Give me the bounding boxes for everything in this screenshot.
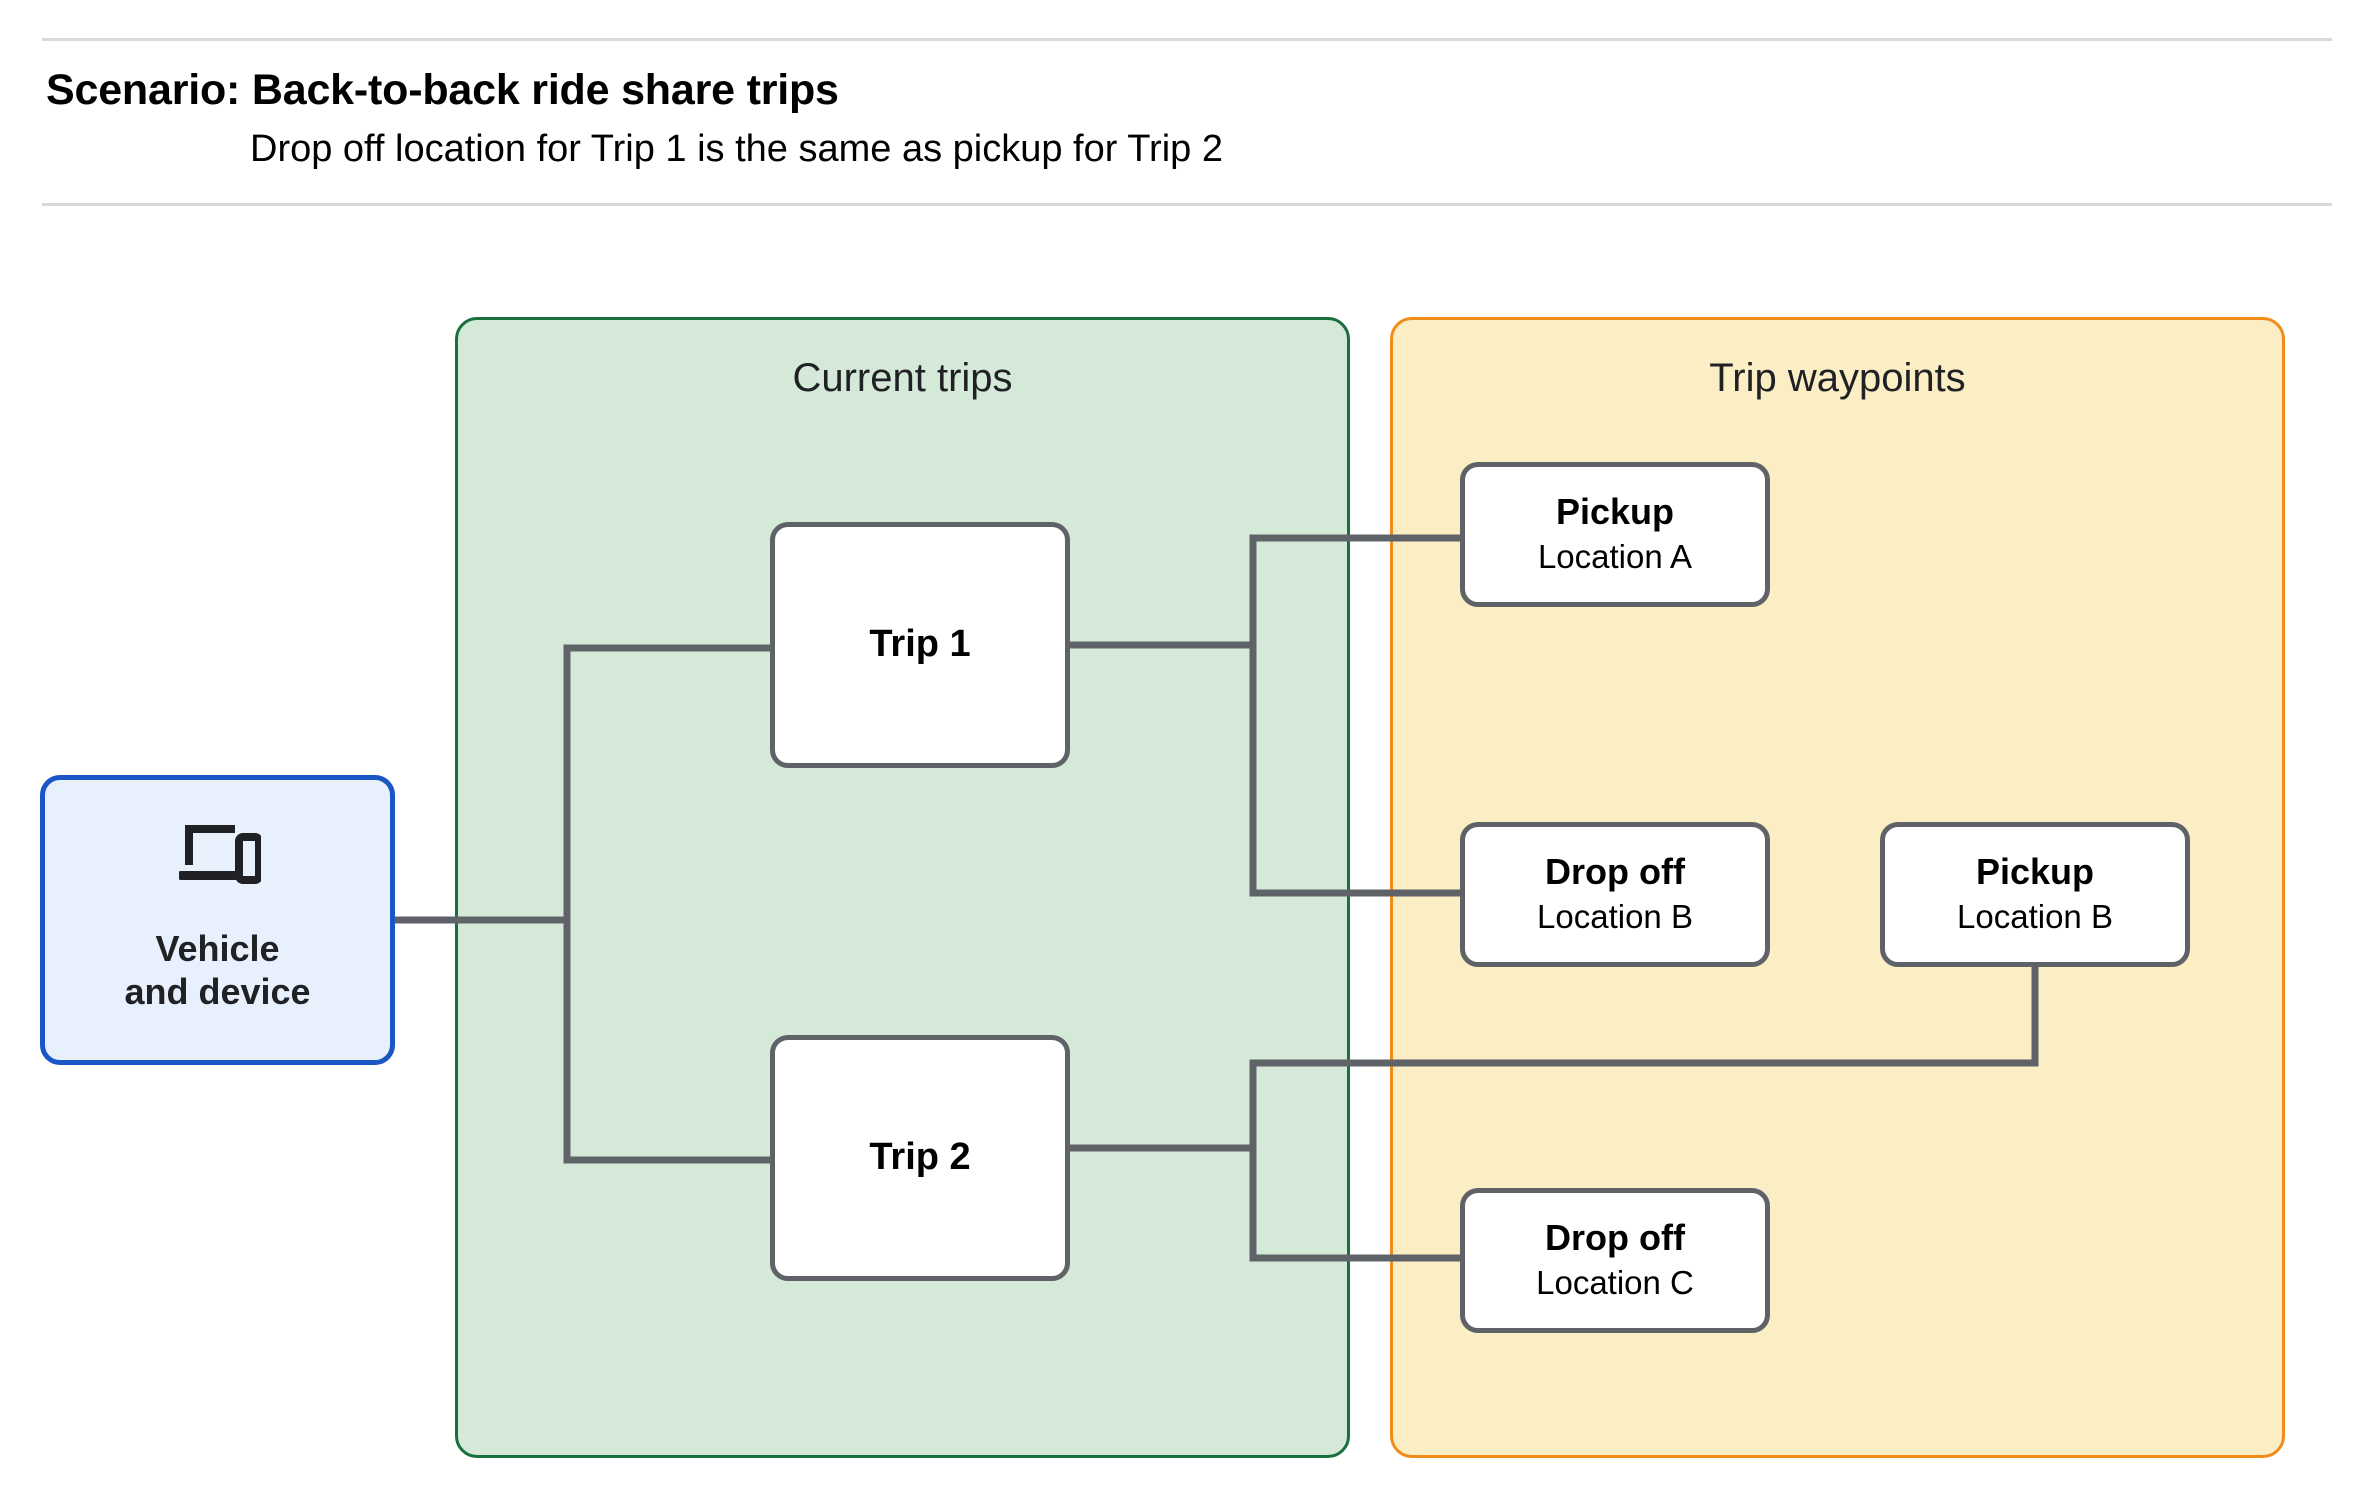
node-vehicle-label: Vehicle and device	[124, 928, 311, 1012]
node-pickup-a-location: Location A	[1537, 537, 1693, 575]
panel-current-trips-title: Current trips	[792, 356, 1013, 400]
page-subtitle: Drop off location for Trip 1 is the same…	[250, 128, 1223, 170]
node-dropoff-b-title: Drop off	[1545, 851, 1685, 893]
node-dropoff-b-location: Location B	[1537, 897, 1693, 935]
laptop-and-phone-icon	[175, 821, 263, 890]
page-title: Scenario: Back-to-back ride share trips	[46, 66, 839, 114]
node-pickup-b-title: Pickup	[1975, 851, 2095, 893]
node-pickup-location-b[interactable]: Pickup Location B	[1880, 822, 2190, 967]
node-pickup-b-location: Location B	[1957, 897, 2113, 935]
node-pickup-location-a[interactable]: Pickup Location A	[1460, 462, 1770, 607]
node-trip-2-title: Trip 2	[869, 1136, 971, 1179]
node-dropoff-c-title: Drop off	[1545, 1217, 1685, 1259]
node-trip-1[interactable]: Trip 1	[770, 522, 1070, 768]
node-pickup-a-title: Pickup	[1555, 491, 1675, 533]
header-divider-bottom	[42, 203, 2332, 206]
panel-current-trips: Current trips	[455, 317, 1350, 1458]
header-divider-top	[42, 38, 2332, 41]
node-dropoff-location-b[interactable]: Drop off Location B	[1460, 822, 1770, 967]
node-trip-2[interactable]: Trip 2	[770, 1035, 1070, 1281]
panel-trip-waypoints-title: Trip waypoints	[1709, 356, 1966, 400]
node-dropoff-location-c[interactable]: Drop off Location C	[1460, 1188, 1770, 1333]
node-dropoff-c-location: Location C	[1536, 1263, 1694, 1301]
node-trip-1-title: Trip 1	[869, 623, 971, 666]
node-vehicle-and-device[interactable]: Vehicle and device	[40, 775, 395, 1065]
